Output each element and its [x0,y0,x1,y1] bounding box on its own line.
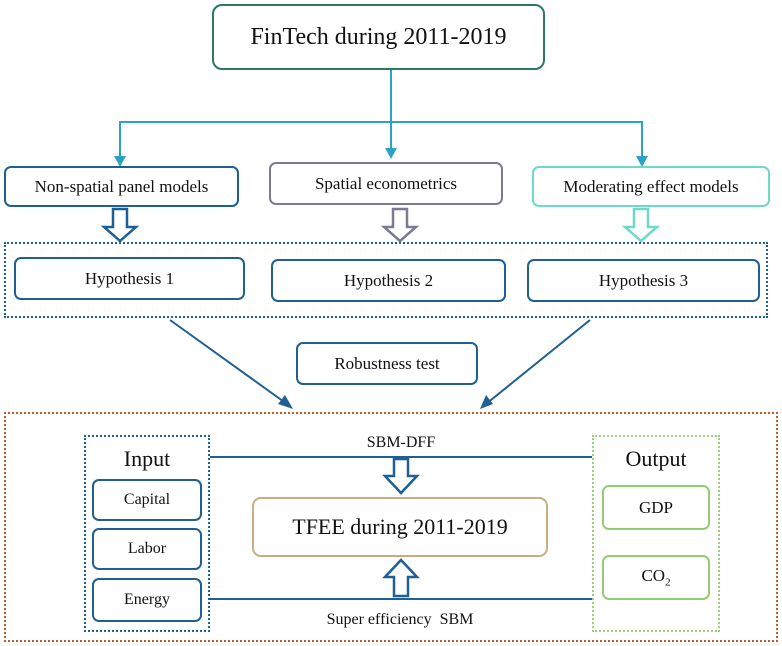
hypothesis-2-label: Hypothesis 2 [343,270,434,290]
co2-label: CO2 [641,566,670,588]
arrow-to-moderating [636,156,648,167]
moderating-label: Moderating effect models [563,176,739,196]
capital-box: Capital [92,479,202,521]
sbm-dff-label: SBM-DFF [366,434,436,451]
arrow-diag-left [278,395,293,409]
tfee-box: TFEE during 2011-2019 [252,497,548,557]
gdp-box: GDP [602,485,710,530]
block-arrow-super [382,558,420,598]
hypothesis-1-label: Hypothesis 1 [84,268,175,288]
spatial-box: Spatial econometrics [269,162,503,205]
arrow-to-spatial [385,148,397,159]
input-title: Input [123,446,171,471]
output-frame [592,435,720,632]
robustness-box: Robustness test [296,342,478,385]
block-arrow-sbmdff [382,457,420,495]
tfee-label: TFEE during 2011-2019 [292,514,508,539]
co2-main: CO [641,566,666,586]
fintech-box: FinTech during 2011-2019 [212,4,545,70]
hypothesis-3-label: Hypothesis 3 [598,270,689,290]
block-arrow-3 [621,207,661,243]
output-title: Output [625,446,687,471]
moderating-box: Moderating effect models [532,166,770,207]
energy-box: Energy [92,578,202,622]
super-efficiency-label: Super efficiency SBM [326,611,474,628]
spatial-label: Spatial econometrics [314,173,458,193]
hypothesis-3-box: Hypothesis 3 [527,259,760,302]
input-frame [84,435,210,632]
fintech-label: FinTech during 2011-2019 [250,23,507,50]
efficiency-frame [4,412,778,642]
robustness-label: Robustness test [334,353,440,373]
hypothesis-1-box: Hypothesis 1 [14,257,245,300]
nonspatial-box: Non-spatial panel models [4,166,239,207]
hypotheses-frame [4,242,768,318]
block-arrow-2 [380,207,420,243]
gdp-label: GDP [638,497,673,517]
energy-label: Energy [124,591,170,608]
labor-box: Labor [92,528,202,570]
hypothesis-2-box: Hypothesis 2 [271,259,506,302]
nonspatial-label: Non-spatial panel models [34,176,209,196]
capital-label: Capital [123,491,171,508]
block-arrow-1 [100,207,140,243]
co2-box: CO2 [602,555,710,600]
labor-label: Labor [127,540,167,557]
co2-subscript: 2 [665,576,671,589]
arrow-to-nonspatial [114,156,126,167]
arrow-diag-right [480,395,493,409]
